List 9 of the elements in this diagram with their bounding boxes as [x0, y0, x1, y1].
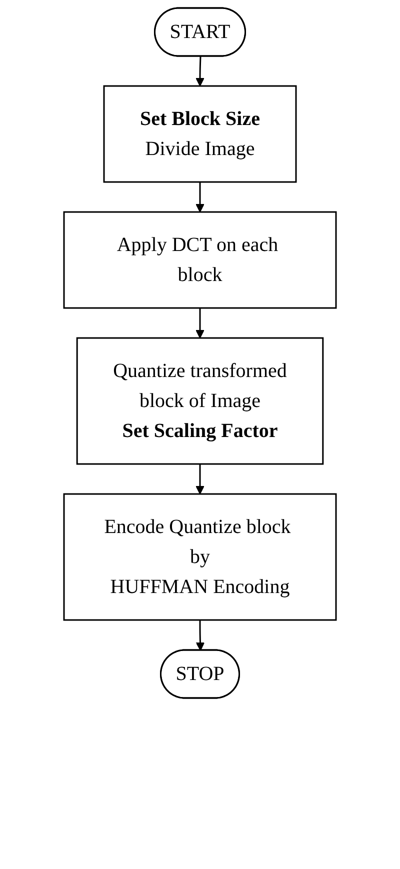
node-box: Set Block Size Divide Image [103, 85, 297, 183]
arrow [196, 56, 204, 86]
node-box: Encode Quantize block by HUFFMAN Encoding [63, 493, 337, 621]
arrow [196, 308, 204, 338]
arrow [196, 464, 204, 494]
arrow [196, 620, 205, 651]
arrow [196, 182, 204, 212]
node-box: Quantize transformed block of Image Set Scaling Factor [76, 337, 324, 465]
node-box: Apply DCT on each block [63, 211, 337, 309]
